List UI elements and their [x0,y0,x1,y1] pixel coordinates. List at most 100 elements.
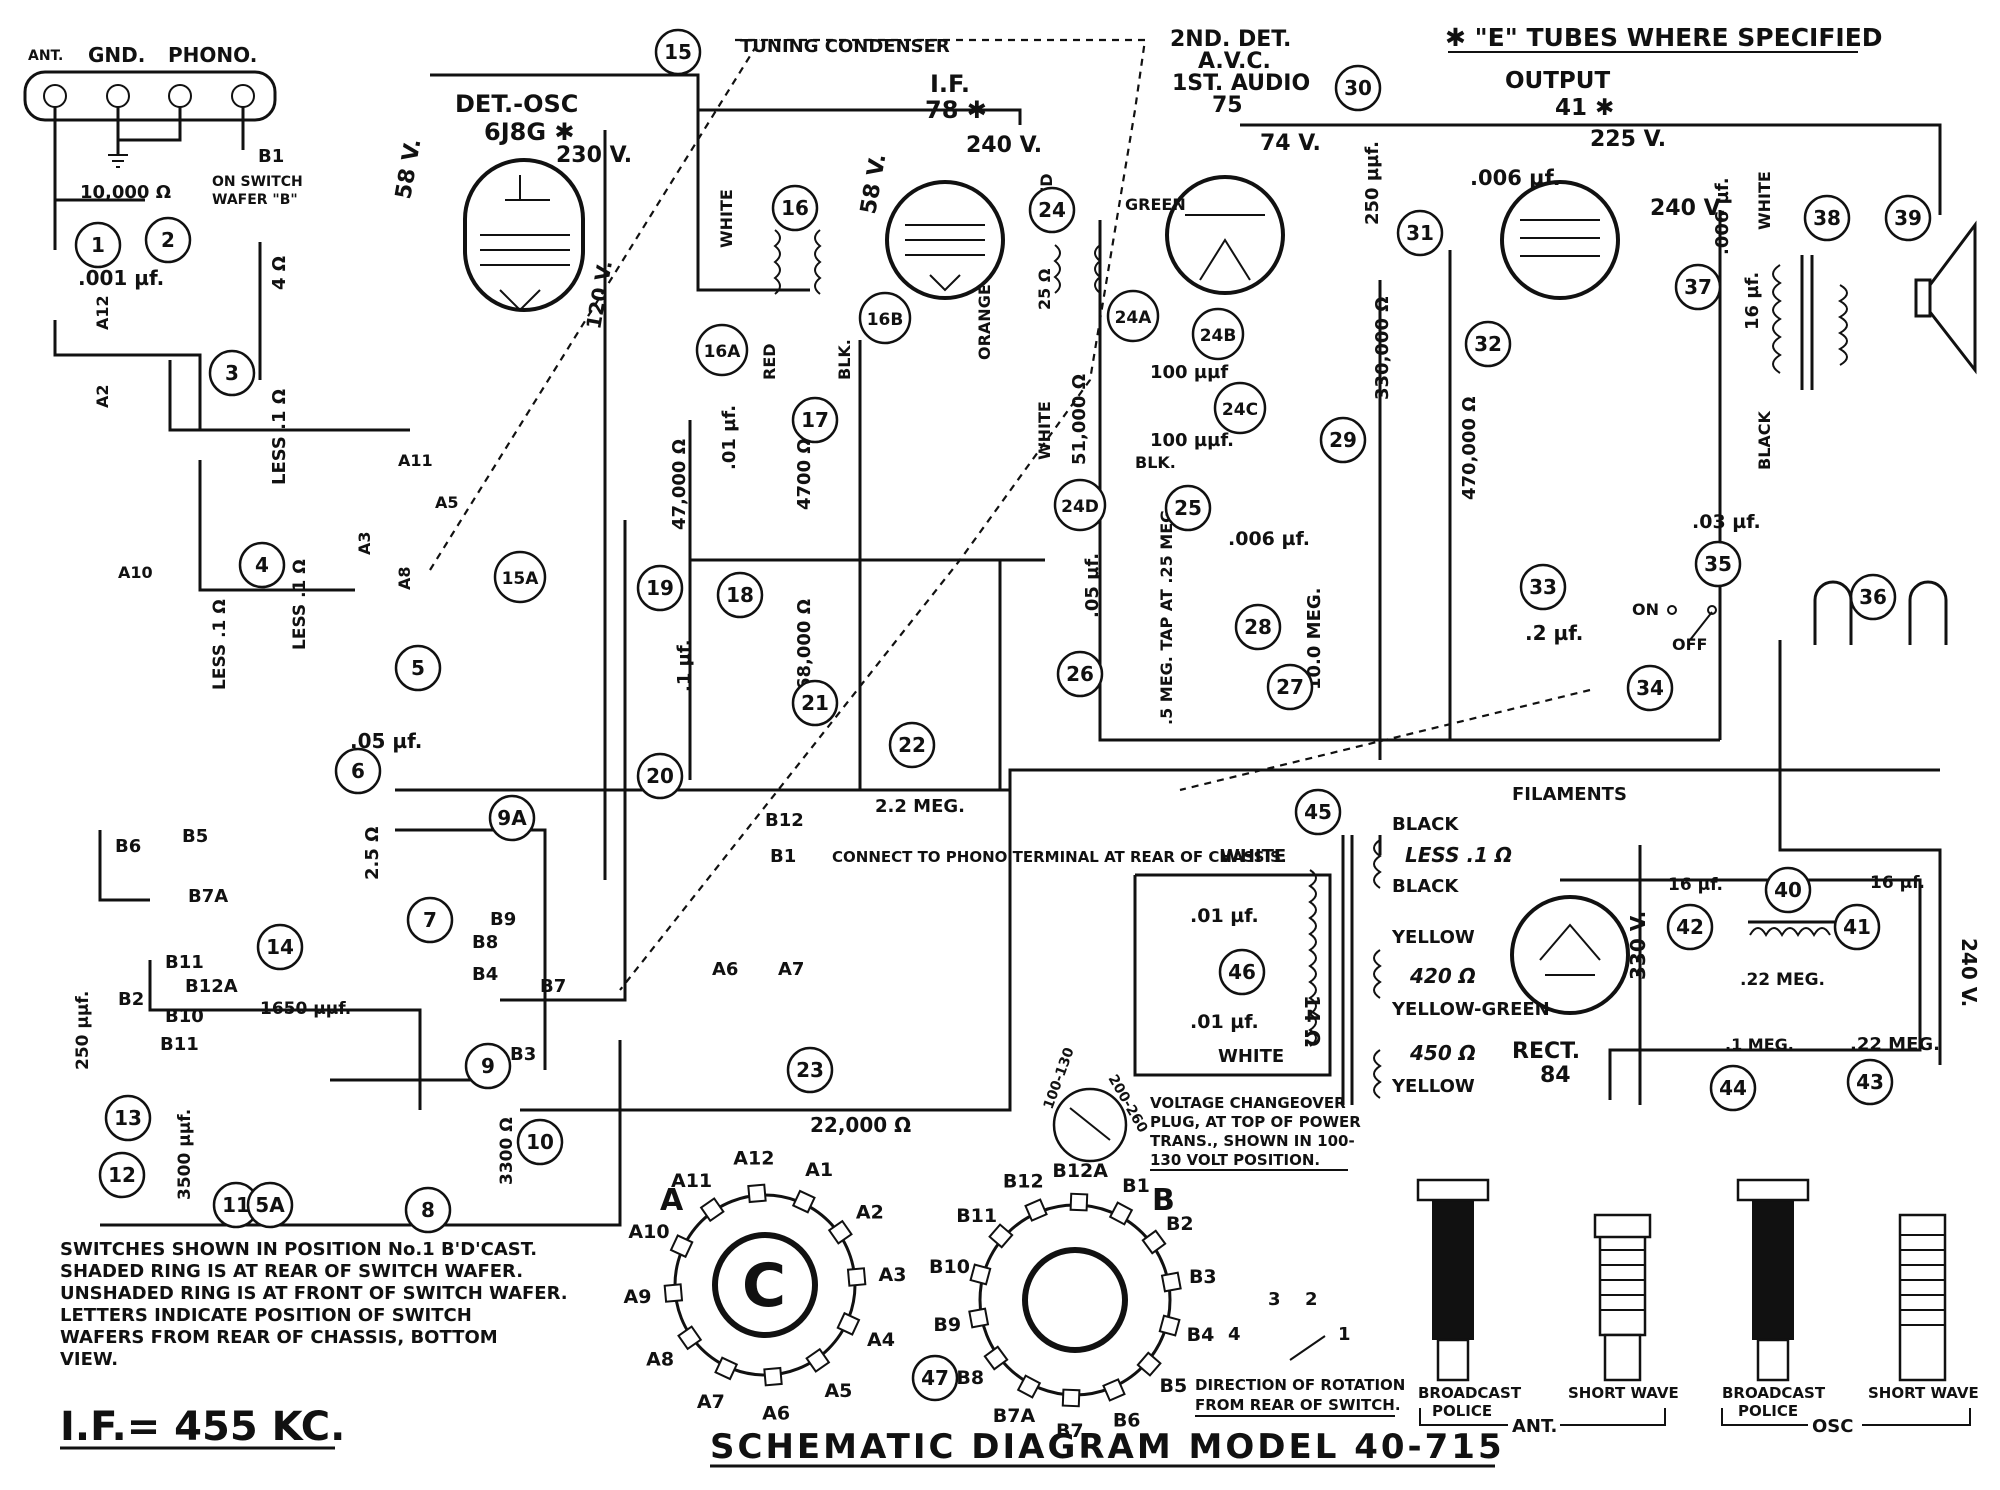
component-values: .001 µf. 10,000 Ω 4 Ω LESS .1 Ω LESS .1 … [73,141,1981,1200]
wafer-lug-label: A5 [824,1380,852,1402]
coil-8-caption-1: SHORT WAVE [1868,1384,1979,1402]
rotation-digit-4: 4 [1228,1324,1241,1345]
wafer-lug [663,1283,684,1303]
contact-b4: B4 [472,964,498,985]
contact-a10: A10 [118,563,153,582]
ref-bubble-32 [1464,320,1512,368]
pt-filaments: FILAMENTS [1512,784,1627,805]
ref-bubble-label: 16 [781,196,809,220]
comp-46-value-top: .01 µf. [1190,905,1259,927]
plug-note-line2: PLUG, AT TOP OF POWER [1150,1113,1361,1131]
wafer-lug-label: B7A [993,1405,1036,1427]
contact-b11-bottom: B11 [160,1034,199,1055]
ref-bubble-label: 5A [255,1193,285,1217]
ref-bubble-label: 2 [161,228,175,252]
wafer-lug [827,1219,853,1245]
dial-lamps [1813,580,1948,645]
rotation-digit-3: 3 [1268,1289,1281,1310]
ref-bubble-12 [98,1151,146,1199]
wafer-lug [763,1366,783,1387]
comp-4-value: LESS .1 Ω [210,599,230,690]
wafer-lug-label: B3 [1189,1266,1217,1288]
ref-bubble-24 [1028,186,1076,234]
b1-switch-label: B1 [258,146,284,167]
plug-note-line1: VOLTAGE CHANGEOVER [1150,1094,1346,1112]
ref-bubble-45 [1294,788,1342,836]
switch-on-label: ON [1632,600,1659,619]
wafer-lug-label: A10 [628,1221,669,1243]
circuit-wiring [53,73,1942,1227]
contact-b5: B5 [182,826,208,847]
tube-if-type: 78 ✱ [925,96,987,124]
field-coil-value: .22 MEG. [1740,970,1825,990]
ref-bubble-24a [1106,289,1160,343]
wafer-lug [747,1183,767,1204]
ref-bubble-6 [334,747,382,795]
ref-bubble-label: 18 [726,583,754,607]
ref-bubble-label: 28 [1244,615,1272,639]
wafer-lug [1024,1198,1048,1222]
ref-bubble-label: 3 [225,361,239,385]
ref-bubble-label: 47 [921,1366,949,1390]
terminal-ant-label: ANT. [28,48,63,64]
ref-bubble-label: 24 [1038,198,1066,222]
wafer-lug [1136,1351,1162,1377]
if-transformer-2: RED ORANGE GREEN WHITE BLK. 25 Ω [975,173,1186,472]
wafer-lug [805,1347,831,1373]
switch-note-6: VIEW. [60,1349,118,1370]
contact-b9: B9 [490,909,516,930]
tube-if-function: I.F. [930,70,970,98]
wire-red-1: RED [760,343,779,380]
comp-24b-value: 100 µµf [1150,362,1228,383]
ref-bubble-label: 21 [801,691,829,715]
voltage-changeover: 100-130 200-260 VOLTAGE CHANGEOVER PLUG,… [1041,1045,1361,1171]
wafer-lug [983,1345,1009,1371]
terminal-phono-label: PHONO. [168,43,257,67]
wafer-lug-label: B8 [956,1367,984,1389]
ref-bubble-label: 15 [664,40,692,64]
ref-bubble-9a [488,794,536,842]
ref-bubble-label: 44 [1719,1076,1747,1100]
ref-bubble-21 [791,679,839,727]
ref-bubble-label: 14 [266,935,294,959]
ref-bubble-13 [104,1094,152,1142]
voltage-240: 240 V. [1957,938,1981,1007]
ref-bubble-label: 13 [114,1106,142,1130]
comp-26-value: .05 µf. [1082,553,1103,618]
ref-bubble-28 [1234,603,1282,651]
wire-white-3: WHITE [1755,171,1774,230]
ref-bubble-35 [1694,540,1742,588]
power-transformer: BLACK LESS .1 Ω BLACK YELLOW 420 Ω YELLO… [1218,784,1627,1105]
rotation-digit-1: 1 [1338,1324,1351,1345]
wafer-lug [1016,1374,1042,1399]
wafer-lug-label: B12A [1052,1160,1108,1182]
ref-bubble-5 [394,644,442,692]
switch-note-1: SWITCHES SHOWN IN POSITION No.1 B'D'CAST… [60,1239,537,1260]
ref-bubble-47 [911,1354,959,1402]
comp-32-value: 470,000 Ω [1459,396,1480,500]
ref-bubble-label: 10 [526,1130,554,1154]
ref-bubble-label: 24C [1222,400,1258,420]
wafer-lug-label: A1 [805,1159,833,1181]
wafer-lug-label: B2 [1166,1213,1194,1235]
tube-det-osc-function: DET.-OSC [455,90,578,118]
switch-note-4: LETTERS INDICATE POSITION OF SWITCH [60,1305,472,1326]
wafer-lug [1158,1314,1181,1337]
ref-bubble-label: 41 [1843,915,1871,939]
ref-bubble-26 [1056,650,1104,698]
voltage-120: 120 V. [581,259,617,331]
ref-bubble-label: 17 [801,408,829,432]
comp-27-value: 10.0 MEG. [1304,588,1325,691]
ref-bubble-16a [695,323,749,377]
comp-10-value: 3300 Ω [497,1117,517,1185]
ref-bubble-label: 8 [421,1198,435,1222]
if-frequency-note: I.F.= 455 KC. [60,1404,345,1450]
tube-2nd-det-fn-3: 1ST. AUDIO [1172,71,1310,96]
pt-row-6: YELLOW-GREEN [1391,999,1550,1020]
rotation-diagram: 1 2 3 4 DIRECTION OF ROTATION FROM REAR … [1195,1289,1405,1417]
wafer-a-label: A [660,1183,684,1218]
ref-bubble-27 [1266,663,1314,711]
comp-45-value: 14 Ω [1300,995,1324,1047]
speaker [1914,220,1977,375]
